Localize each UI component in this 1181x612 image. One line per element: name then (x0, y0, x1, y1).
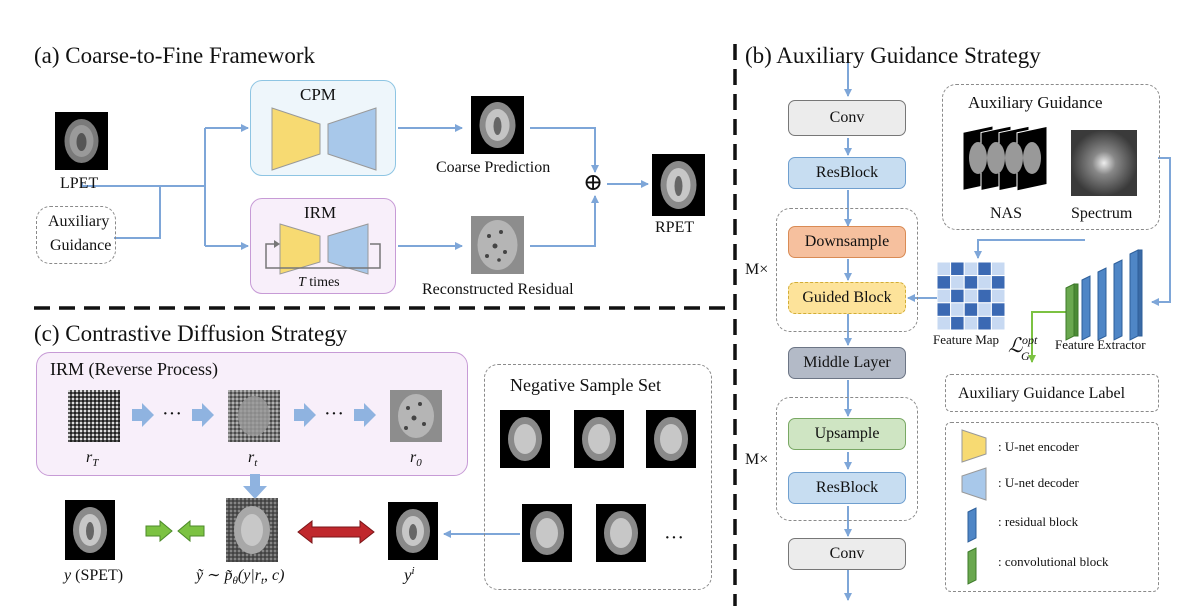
panel-b-title: (b) Auxiliary Guidance Strategy (745, 43, 1041, 68)
residual-block-icon (1129, 249, 1139, 341)
repeat-m-top: M× (745, 261, 769, 278)
irm-unet-loop (265, 223, 381, 275)
ytilde-formula: ỹ ∼ p̃θ(y|rt, c) (196, 567, 285, 588)
t-times-label: T times (298, 275, 340, 290)
cpm-unet (271, 107, 377, 171)
unet-decoder-icon (961, 467, 987, 501)
legend-box (945, 422, 1159, 592)
legend-encoder-label: : U-net encoder (998, 439, 1079, 454)
sum-operator-icon: ⊕ (583, 170, 604, 196)
residual-block-icon (1113, 259, 1123, 341)
reverse-arrows (132, 403, 376, 427)
conv-block-bottom: Conv (788, 538, 906, 570)
aux-guidance-label-box (945, 374, 1159, 412)
unet-decoder-icon (327, 223, 369, 275)
spet-label: y (SPET) (64, 567, 124, 584)
legend-residual-label: : residual block (998, 514, 1079, 529)
loss-label: ℒ (1008, 335, 1023, 357)
unet-encoder-icon (271, 107, 321, 171)
ellipsis-1: ··· (162, 403, 182, 425)
guided-block: Guided Block (788, 282, 906, 314)
yi-label: yi (404, 565, 415, 585)
coarse-prediction-label: Coarse Prediction (436, 159, 551, 176)
rt-label: rt (248, 449, 258, 470)
aux-guidance-label-text: Auxiliary Guidance Label (958, 385, 1126, 402)
negative-sample-set-label: Negative Sample Set (510, 375, 661, 395)
middle-layer-block: Middle Layer (788, 347, 906, 379)
auxiliary-guidance-input-box (36, 206, 116, 264)
feature-extractor-label: Feature Extractor (1055, 337, 1146, 352)
feature-map-label: Feature Map (933, 332, 1000, 347)
ellipsis-3: ··· (664, 527, 684, 549)
feature-extractor-icon (1065, 249, 1143, 341)
rpet-image (652, 154, 705, 216)
reconstructed-residual-image (471, 216, 524, 274)
lpet-image (55, 112, 108, 170)
ellipsis-2: ··· (324, 403, 344, 425)
r0-image (390, 390, 442, 442)
upsample-block: Upsample (788, 418, 906, 450)
reconstructed-residual-label: Reconstructed Residual (422, 281, 574, 298)
resblock-top: ResBlock (788, 157, 906, 189)
loss-superscript: opt (1022, 333, 1038, 347)
negative-sample-image (522, 504, 572, 562)
residual-block-icon (967, 507, 977, 543)
residual-block-icon (1097, 267, 1107, 341)
negative-sample-set-box (484, 364, 712, 590)
convolutional-block-icon (967, 547, 977, 585)
panel-a-title: (a) Coarse-to-Fine Framework (34, 43, 316, 68)
auxiliary-line-2: Guidance (50, 237, 112, 254)
convolutional-block-icon (1065, 283, 1075, 341)
auxiliary-guidance-title: Auxiliary Guidance (968, 93, 1103, 112)
down-arrow-icon (243, 474, 267, 499)
cpm-label: CPM (300, 85, 336, 104)
negative-sample-image (596, 504, 646, 562)
residual-block-icon (1081, 275, 1091, 341)
noise-rT-image (68, 390, 120, 442)
feature-map-icon (937, 262, 1005, 330)
unet-decoder-icon (327, 107, 377, 171)
legend-symbols (961, 429, 987, 585)
auxiliary-line-1: Auxiliary (48, 213, 110, 230)
ytilde-image (226, 498, 278, 562)
nas-label: NAS (990, 205, 1023, 222)
legend-decoder-label: : U-net decoder (998, 475, 1079, 490)
lpet-label: LPET (60, 175, 99, 192)
loss-subscript: G (1021, 349, 1030, 363)
negative-sample-image (574, 410, 624, 468)
resblock-bottom: ResBlock (788, 472, 906, 504)
legend-conv-label: : convolutional block (998, 554, 1109, 569)
unet-encoder-icon (961, 429, 987, 463)
noise-rt-image (228, 390, 280, 442)
downsample-block: Downsample (788, 226, 906, 258)
spectrum-label: Spectrum (1071, 205, 1133, 222)
irm-reverse-label: IRM (Reverse Process) (50, 359, 218, 379)
coarse-prediction-image (471, 96, 524, 154)
auxiliary-guidance-box (942, 84, 1160, 230)
negative-sample-image (500, 410, 550, 468)
irm-label: IRM (304, 203, 337, 222)
repel-arrow-icon (297, 519, 375, 545)
conv-block-top: Conv (788, 100, 906, 136)
spet-image (65, 500, 115, 560)
up-group-box (776, 397, 918, 521)
panel-c-title: (c) Contrastive Diffusion Strategy (34, 321, 348, 346)
rpet-label: RPET (655, 219, 695, 236)
unet-encoder-icon (279, 223, 321, 275)
negative-sample-image (646, 410, 696, 468)
nas-stack-icon (962, 125, 1048, 192)
rT-label: rT (86, 449, 99, 470)
yi-image (388, 502, 438, 560)
r0-label: r0 (410, 449, 422, 470)
spectrum-image (1071, 130, 1137, 196)
down-group-box (776, 208, 918, 332)
repeat-m-bottom: M× (745, 451, 769, 468)
attract-arrows-icon (145, 519, 205, 543)
